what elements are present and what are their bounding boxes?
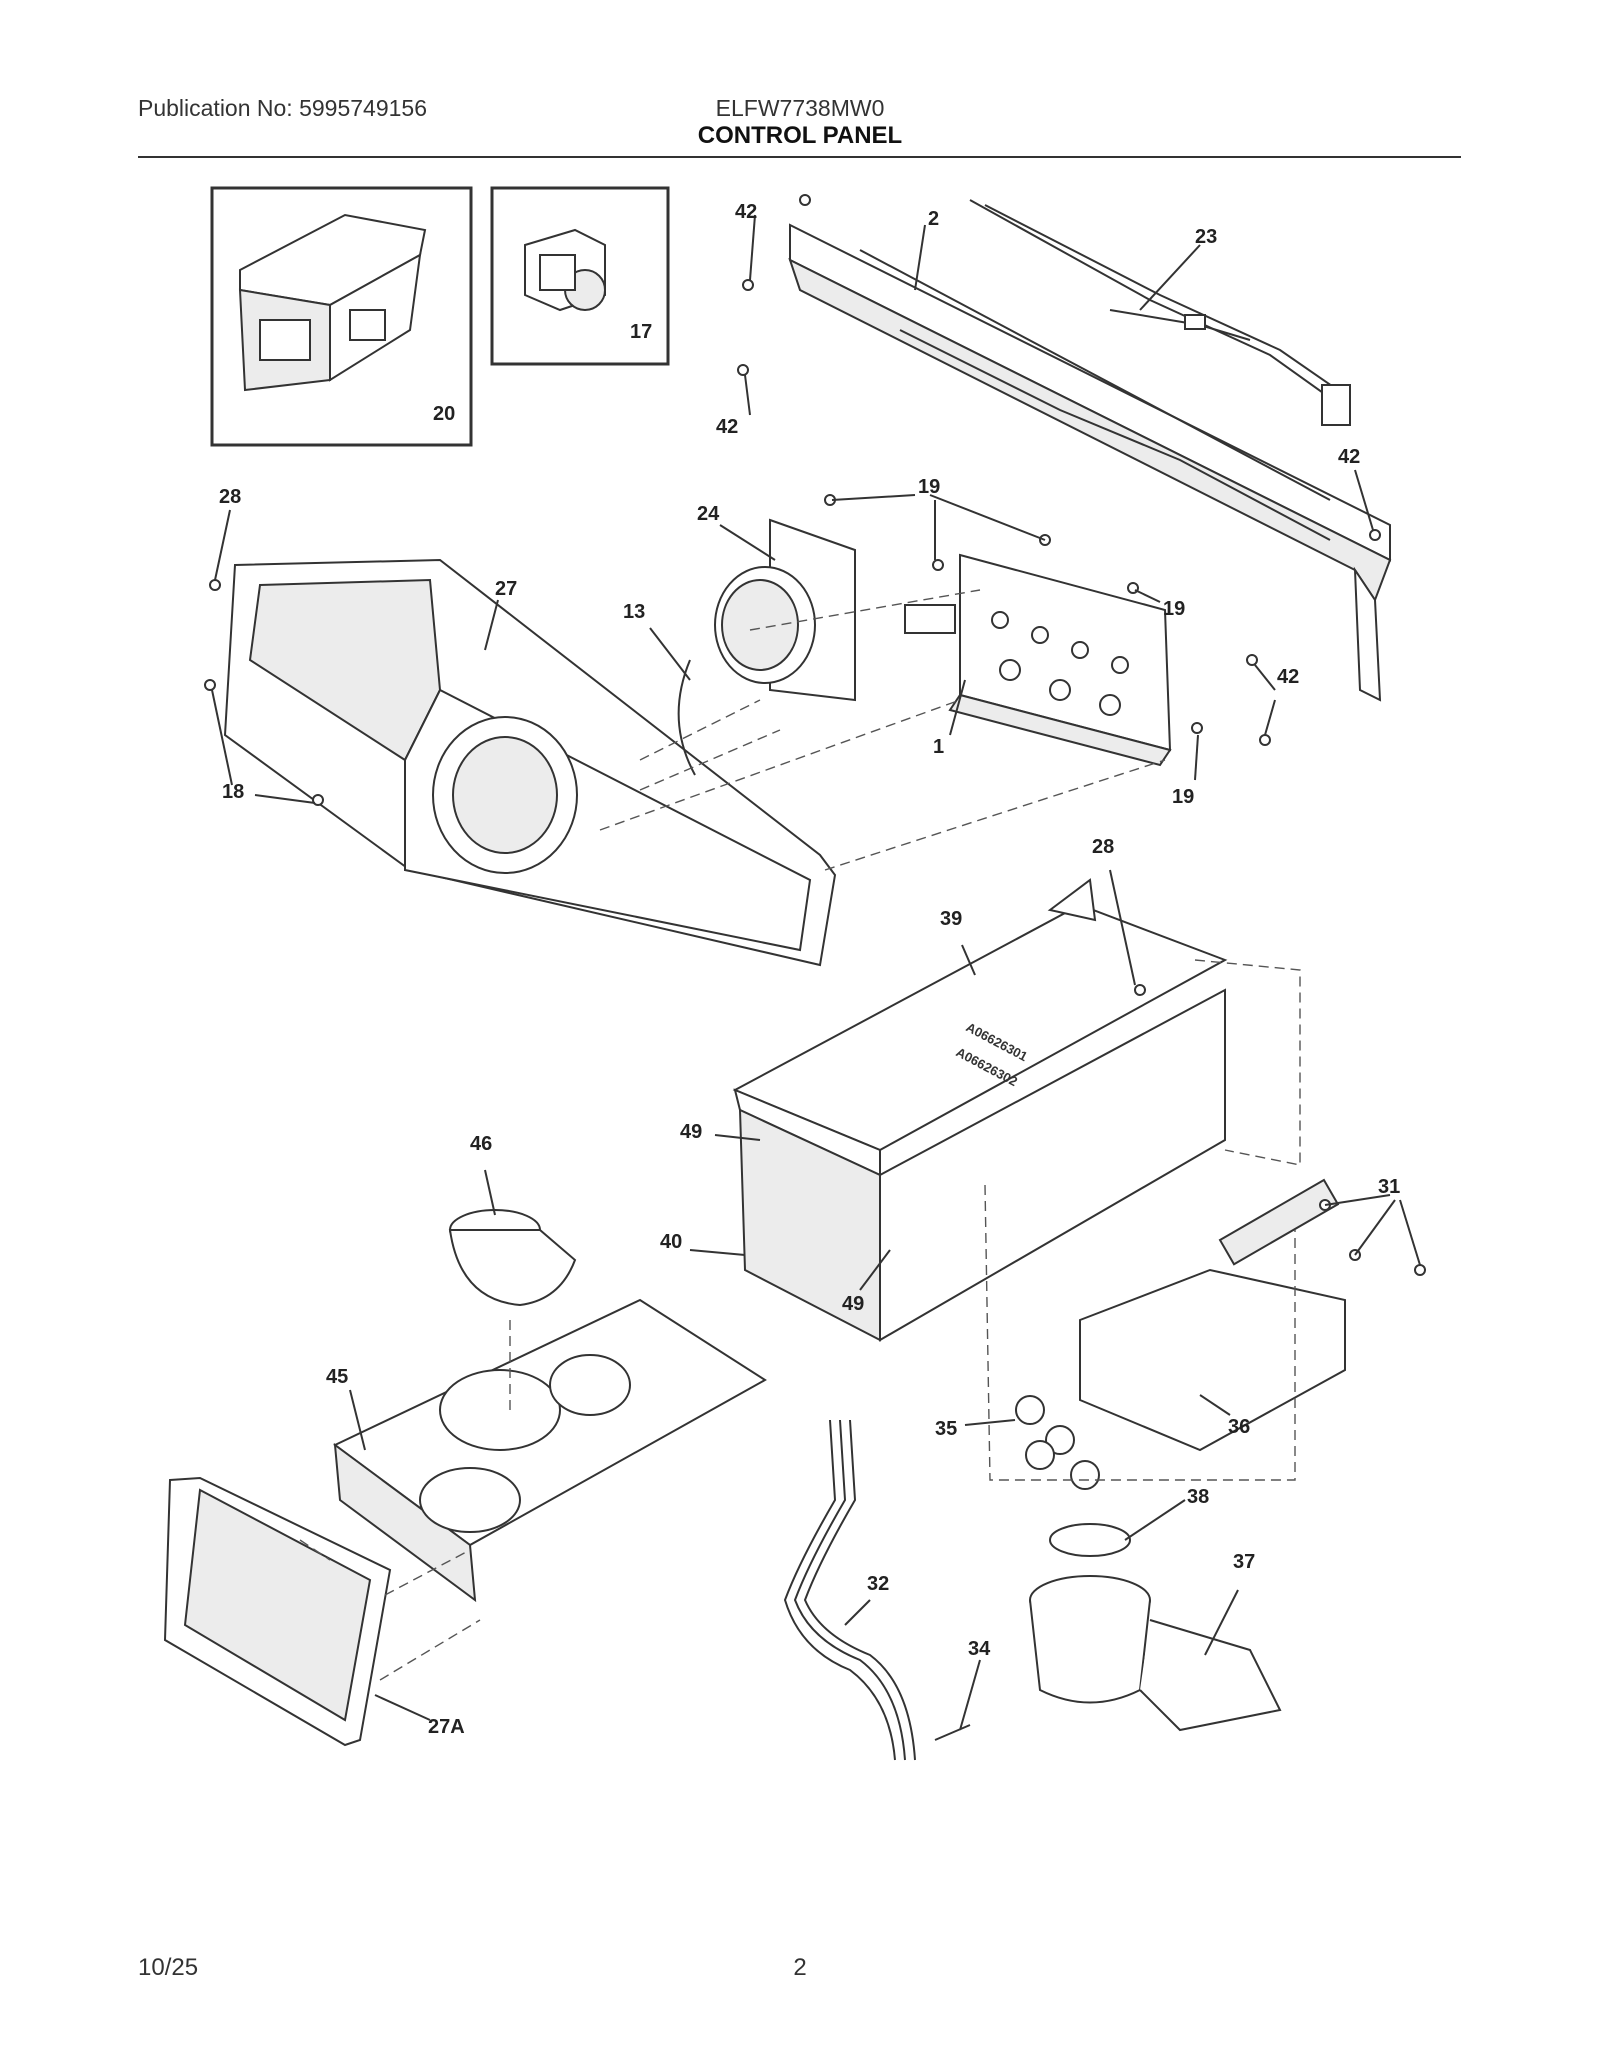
alignment-lines <box>299 589 1301 1681</box>
drain-hose-part <box>783 1419 896 1761</box>
callout-35: 35 <box>935 1418 957 1440</box>
page-title: CONTROL PANEL <box>697 122 903 149</box>
callout-39: 39 <box>940 908 962 930</box>
callout-1: 1 <box>933 736 944 758</box>
callout-28-b: 28 <box>1092 836 1114 858</box>
user-interface-board-part <box>904 553 1172 767</box>
dispenser-bellows-part <box>1029 1575 1282 1732</box>
callout-45: 45 <box>326 1366 348 1388</box>
main-control-module-part <box>238 213 427 392</box>
inset-box-17 <box>490 186 670 366</box>
footer-date: 10/25 <box>138 1954 199 1981</box>
callout-40: 40 <box>660 1231 682 1253</box>
hose-clip-part <box>934 1724 971 1741</box>
callout-36: 36 <box>1228 1416 1250 1438</box>
drain-hose-body <box>793 1419 906 1761</box>
inlet-valve-part <box>1015 1178 1346 1490</box>
console-panel-part <box>223 558 837 967</box>
callout-19-b: 19 <box>1163 598 1185 620</box>
callout-49-b: 49 <box>842 1293 864 1315</box>
callout-19-a: 19 <box>918 476 940 498</box>
siphon-cap-part <box>448 1209 577 1307</box>
callout-labels: 20 17 42 2 23 42 42 28 27 19 24 13 19 1 … <box>219 201 1400 1738</box>
callout-32: 32 <box>867 1573 889 1595</box>
callout-13: 13 <box>623 601 645 623</box>
callout-24: 24 <box>697 503 720 525</box>
callout-28-a: 28 <box>219 486 241 508</box>
callout-23: 23 <box>1195 226 1217 248</box>
callout-19-c: 19 <box>1172 786 1194 808</box>
callout-37: 37 <box>1233 1551 1255 1573</box>
selector-knob-housing-part <box>714 518 856 702</box>
wire-harness-part <box>969 199 1351 426</box>
model-number: ELFW7738MW0 <box>715 95 885 121</box>
callout-46: 46 <box>470 1133 492 1155</box>
dispenser-housing-part: A06626301 A06626302 <box>732 878 1228 1342</box>
callout-42-c: 42 <box>1338 446 1360 468</box>
callout-49-a: 49 <box>680 1121 702 1143</box>
callout-31: 31 <box>1378 1176 1400 1198</box>
callout-42-b: 42 <box>716 416 738 438</box>
callout-42-d: 42 <box>1277 666 1299 688</box>
callout-20: 20 <box>433 403 455 425</box>
inset-box-20 <box>210 186 473 447</box>
callout-27a: 27A <box>428 1716 465 1738</box>
callout-18: 18 <box>222 781 244 803</box>
dispenser-drawer-part <box>333 1298 767 1603</box>
callout-27: 27 <box>495 578 517 600</box>
callout-17: 17 <box>630 321 652 343</box>
footer-page-number: 2 <box>793 1954 807 1981</box>
pressure-switch-part <box>524 228 606 312</box>
hose-clamp-part <box>1049 1523 1131 1557</box>
leader-lines <box>211 214 1421 1731</box>
callout-2: 2 <box>928 208 939 230</box>
callout-34: 34 <box>968 1638 991 1660</box>
callout-38: 38 <box>1187 1486 1209 1508</box>
console-frame-part <box>788 223 1392 702</box>
callout-42-a: 42 <box>735 201 757 223</box>
header-divider <box>138 156 1461 158</box>
publication-number: Publication No: 5995749156 <box>138 95 428 121</box>
drawer-handle-part <box>163 1476 392 1747</box>
